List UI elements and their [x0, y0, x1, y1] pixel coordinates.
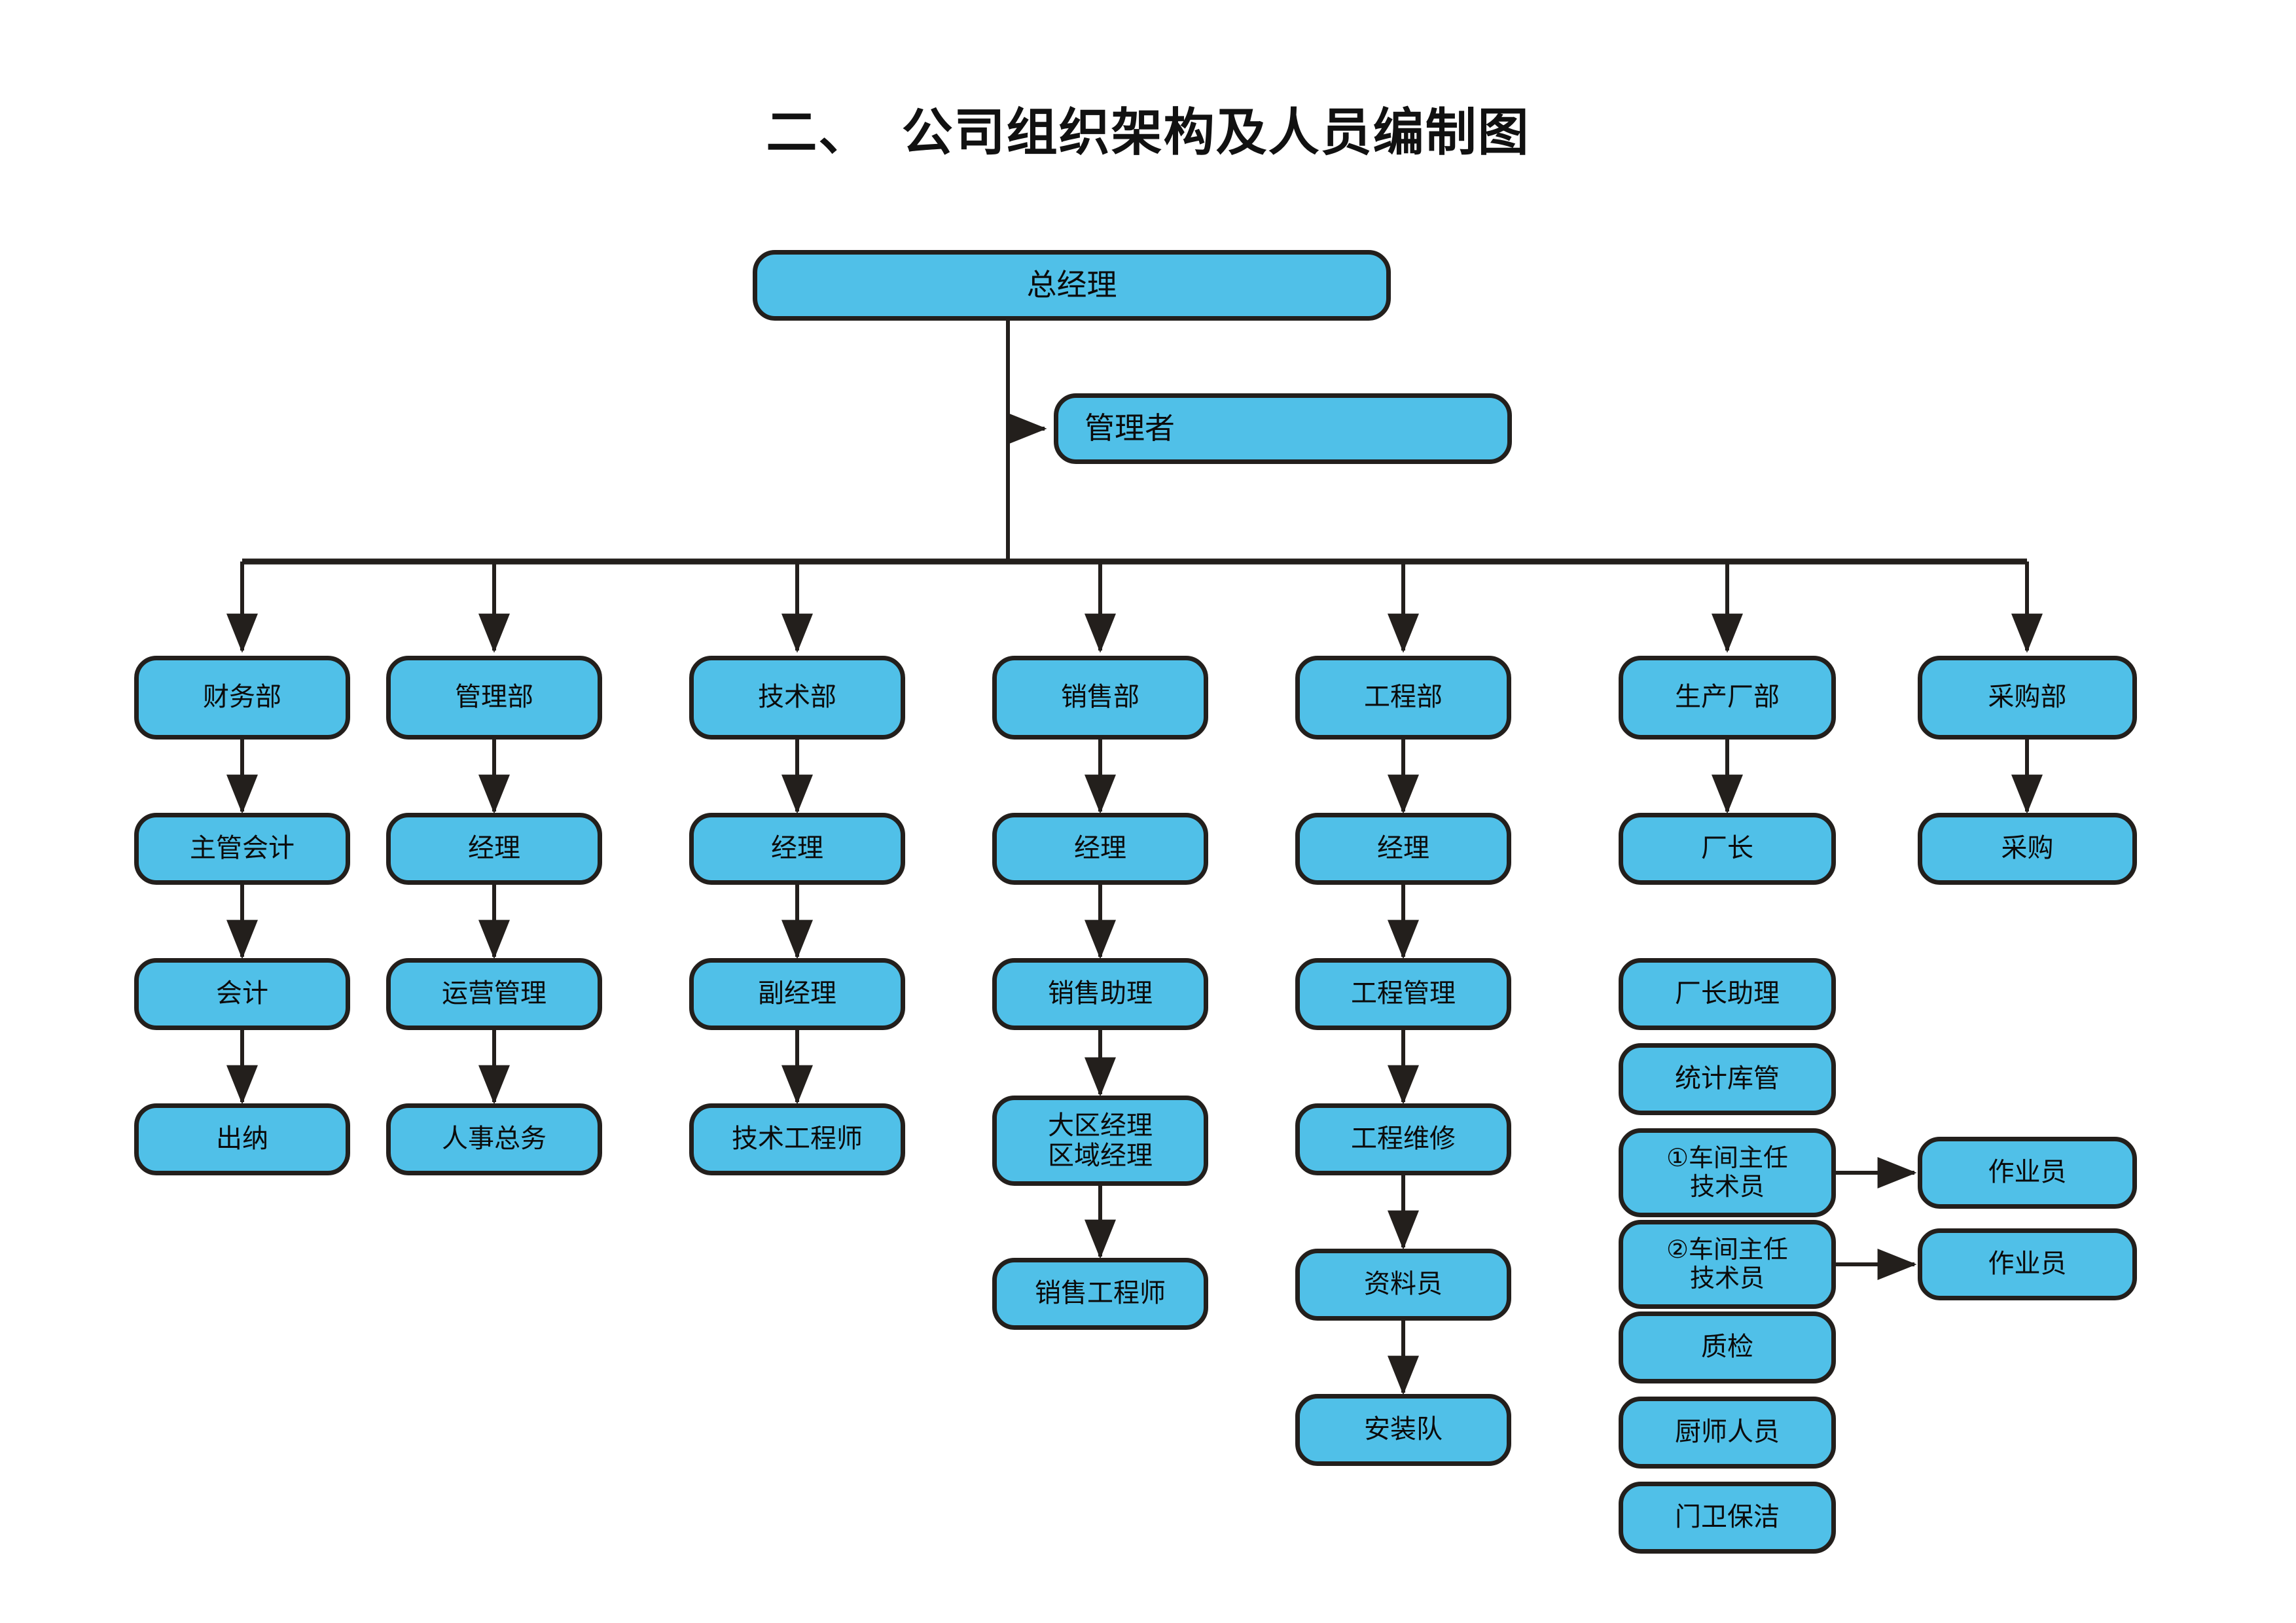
node-management-operations[interactable]: 运营管理 — [386, 958, 602, 1030]
node-engineering-installation-team[interactable]: 安装队 — [1295, 1394, 1511, 1466]
node-finance-accountant[interactable]: 会计 — [134, 958, 350, 1030]
node-technology-deputy-manager[interactable]: 副经理 — [689, 958, 905, 1030]
node-production-workshop-director-2[interactable]: ②车间主任 技术员 — [1619, 1220, 1836, 1309]
node-engineering-manager[interactable]: 经理 — [1295, 813, 1511, 885]
node-sales-assistant[interactable]: 销售助理 — [992, 958, 1208, 1030]
node-engineering-maintenance[interactable]: 工程维修 — [1295, 1103, 1511, 1175]
node-purchasing-buyer[interactable]: 采购 — [1918, 813, 2137, 885]
node-department-management[interactable]: 管理部 — [386, 656, 602, 740]
node-production-security-cleaning[interactable]: 门卫保洁 — [1619, 1482, 1836, 1554]
node-technology-manager[interactable]: 经理 — [689, 813, 905, 885]
node-production-kitchen-staff[interactable]: 厨师人员 — [1619, 1397, 1836, 1469]
node-production-operator-1[interactable]: 作业员 — [1918, 1137, 2137, 1209]
node-production-plant-director[interactable]: 厂长 — [1619, 813, 1836, 885]
node-production-statistics-warehouse[interactable]: 统计库管 — [1619, 1043, 1836, 1115]
node-department-purchasing[interactable]: 采购部 — [1918, 656, 2137, 740]
node-department-finance[interactable]: 财务部 — [134, 656, 350, 740]
node-management-manager[interactable]: 经理 — [386, 813, 602, 885]
node-engineering-document-clerk[interactable]: 资料员 — [1295, 1249, 1511, 1321]
node-production-operator-2[interactable]: 作业员 — [1918, 1228, 2137, 1300]
node-management-hr-admin[interactable]: 人事总务 — [386, 1103, 602, 1175]
node-finance-cashier[interactable]: 出纳 — [134, 1103, 350, 1175]
node-production-plant-assistant[interactable]: 厂长助理 — [1619, 958, 1836, 1030]
node-production-quality-inspection[interactable]: 质检 — [1619, 1311, 1836, 1383]
node-department-engineering[interactable]: 工程部 — [1295, 656, 1511, 740]
node-sales-manager[interactable]: 经理 — [992, 813, 1208, 885]
page-title: 二、 公司组织架构及人员编制图 — [766, 103, 1530, 161]
node-department-technology[interactable]: 技术部 — [689, 656, 905, 740]
node-sales-regional-manager[interactable]: 大区经理 区域经理 — [992, 1096, 1208, 1186]
node-department-production[interactable]: 生产厂部 — [1619, 656, 1836, 740]
node-finance-chief-accountant[interactable]: 主管会计 — [134, 813, 350, 885]
node-sales-engineer[interactable]: 销售工程师 — [992, 1258, 1208, 1330]
node-production-workshop-director-1[interactable]: ①车间主任 技术员 — [1619, 1128, 1836, 1217]
node-general-manager[interactable]: 总经理 — [753, 250, 1391, 321]
node-engineering-management[interactable]: 工程管理 — [1295, 958, 1511, 1030]
node-supervisor[interactable]: 管理者 — [1054, 393, 1512, 464]
node-technology-engineer[interactable]: 技术工程师 — [689, 1103, 905, 1175]
node-department-sales[interactable]: 销售部 — [992, 656, 1208, 740]
